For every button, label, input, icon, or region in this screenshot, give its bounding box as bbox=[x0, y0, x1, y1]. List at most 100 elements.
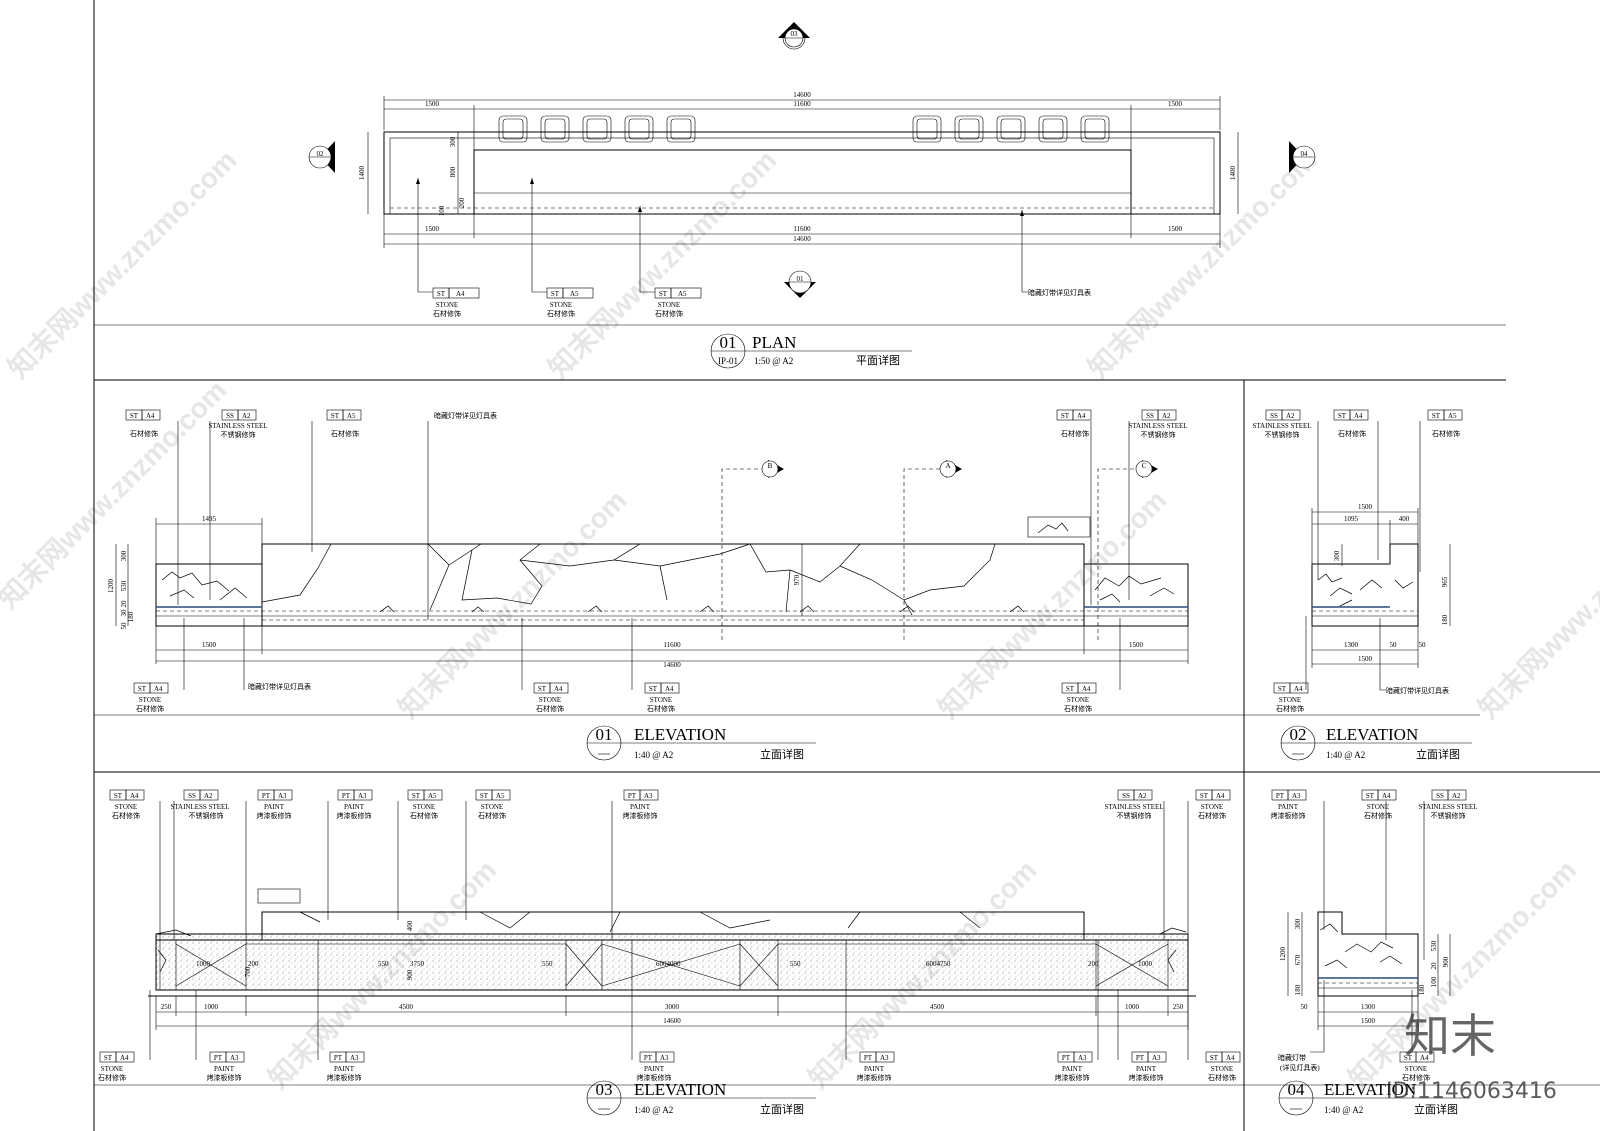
svg-text:STAINLESS STEEL: STAINLESS STEEL bbox=[1418, 803, 1477, 811]
svg-text:石材修饰: 石材修饰 bbox=[1064, 704, 1092, 713]
svg-text:530: 530 bbox=[1430, 940, 1438, 951]
svg-text:STONE: STONE bbox=[650, 696, 672, 704]
svg-text:180: 180 bbox=[127, 611, 135, 622]
title-en: ELEVATION bbox=[1326, 725, 1418, 744]
title-cn: 平面详图 bbox=[856, 353, 900, 367]
svg-text:1200: 1200 bbox=[1279, 947, 1287, 962]
svg-text:烤漆板修饰: 烤漆板修饰 bbox=[207, 1073, 242, 1082]
elev3-inner-labels: 1000 200 550 3750 550 6004000 550 600475… bbox=[196, 920, 1153, 980]
svg-text:烤漆板修饰: 烤漆板修饰 bbox=[327, 1073, 362, 1082]
material-tag: ST A5 STONE 石材修饰 bbox=[475, 789, 511, 820]
dim-c: 200 bbox=[458, 197, 466, 208]
watermark: 知末网www.znzmo.com bbox=[1082, 143, 1323, 384]
material-tag: SS A2 STAINLESS STEEL 不锈钢修饰 bbox=[208, 409, 268, 439]
svg-text:PT: PT bbox=[864, 1054, 873, 1062]
svg-text:石材修饰: 石材修饰 bbox=[331, 429, 359, 438]
elev2-dims: 1500 1095 400 300 965 180 1300 50 50 150… bbox=[1311, 503, 1451, 668]
svg-text:20: 20 bbox=[120, 600, 128, 608]
svg-text:SS: SS bbox=[1146, 412, 1154, 420]
title-cn: 立面详图 bbox=[1416, 747, 1460, 761]
svg-text:50: 50 bbox=[120, 622, 128, 630]
svg-text:石材修饰: 石材修饰 bbox=[130, 429, 158, 438]
elevation-04: PT A3 PAINT 烤漆板修饰 ST A4 STONE 石材修饰 SS A2… bbox=[1271, 789, 1478, 1116]
svg-text:1000: 1000 bbox=[1138, 960, 1153, 968]
dim-right: 1500 bbox=[1168, 100, 1183, 108]
plan-dims-side: 1400 300 800 200 100 1400 bbox=[358, 132, 1239, 216]
svg-text:530: 530 bbox=[120, 580, 128, 591]
svg-text:不锈钢修饰: 不锈钢修饰 bbox=[189, 811, 224, 820]
svg-text:1500: 1500 bbox=[1358, 655, 1373, 663]
dim-b: 800 bbox=[449, 166, 457, 177]
led-note: 暗藏灯带详见灯具表 bbox=[248, 682, 311, 691]
svg-text:ST: ST bbox=[1066, 685, 1075, 693]
svg-text:A4: A4 bbox=[120, 1054, 129, 1062]
counter-elevation bbox=[155, 516, 1189, 627]
svg-text:1300: 1300 bbox=[1344, 641, 1359, 649]
svg-text:SS: SS bbox=[1122, 792, 1130, 800]
svg-text:200: 200 bbox=[248, 960, 259, 968]
svg-text:A2: A2 bbox=[1162, 412, 1171, 420]
svg-text:A: A bbox=[945, 462, 950, 470]
elevation-01: ST A4 石材修饰 SS A2 STAINLESS STEEL 不锈钢修饰 S… bbox=[107, 409, 1189, 761]
svg-text:石材修饰: 石材修饰 bbox=[647, 704, 675, 713]
svg-text:A4: A4 bbox=[146, 412, 155, 420]
svg-text:石材修饰: 石材修饰 bbox=[1338, 429, 1366, 438]
svg-text:700: 700 bbox=[244, 966, 252, 977]
svg-text:烤漆板修饰: 烤漆板修饰 bbox=[1129, 1073, 1164, 1082]
svg-text:300: 300 bbox=[1333, 550, 1341, 561]
svg-text:A5: A5 bbox=[428, 792, 437, 800]
svg-text:ST: ST bbox=[659, 290, 668, 298]
marker-label: 03 bbox=[791, 30, 799, 38]
svg-text:300: 300 bbox=[1294, 918, 1302, 929]
material-tag: ST A4 STONE 石材修饰 bbox=[533, 682, 569, 713]
svg-text:3000: 3000 bbox=[665, 1003, 680, 1011]
title-num: 04 bbox=[1288, 1080, 1306, 1099]
svg-text:ST: ST bbox=[1200, 792, 1209, 800]
svg-text:STONE: STONE bbox=[436, 301, 458, 309]
svg-text:石材修饰: 石材修饰 bbox=[1061, 429, 1089, 438]
view-marker-top: 03 bbox=[778, 22, 810, 50]
svg-text:ST: ST bbox=[551, 290, 560, 298]
material-tag: PT A3 PAINT 烤漆板修饰 bbox=[1129, 1051, 1167, 1082]
svg-text:ST: ST bbox=[104, 1054, 113, 1062]
svg-text:50: 50 bbox=[1301, 1003, 1309, 1011]
svg-text:A4: A4 bbox=[1354, 412, 1363, 420]
svg-text:PT: PT bbox=[1062, 1054, 1071, 1062]
material-tag: PT A3 PAINT 烤漆板修饰 bbox=[623, 789, 659, 820]
material-tag: PT A3 PAINT 烤漆板修饰 bbox=[637, 1051, 675, 1082]
material-tag: PT A3 PAINT 烤漆板修饰 bbox=[207, 1051, 245, 1082]
title-sheet: IP-01 bbox=[718, 356, 738, 366]
svg-text:STONE: STONE bbox=[1279, 696, 1301, 704]
svg-text:A3: A3 bbox=[350, 1054, 359, 1062]
svg-text:烤漆板修饰: 烤漆板修饰 bbox=[337, 811, 372, 820]
dim: 1495 bbox=[202, 515, 217, 523]
svg-text:4500: 4500 bbox=[399, 1003, 414, 1011]
svg-text:A3: A3 bbox=[358, 792, 367, 800]
svg-text:PT: PT bbox=[644, 1054, 653, 1062]
svg-text:STAINLESS STEEL: STAINLESS STEEL bbox=[170, 803, 229, 811]
dim-d: 100 bbox=[438, 205, 446, 216]
svg-text:ST: ST bbox=[138, 685, 147, 693]
material-tag: SS A2 STAINLESS STEEL 不锈钢修饰 bbox=[1128, 409, 1188, 439]
svg-text:A4: A4 bbox=[1226, 1054, 1235, 1062]
svg-text:SS: SS bbox=[1270, 412, 1278, 420]
svg-text:1200: 1200 bbox=[107, 579, 115, 594]
counter-section bbox=[148, 888, 1196, 997]
counter-side bbox=[1317, 911, 1419, 997]
svg-text:A2: A2 bbox=[1452, 792, 1461, 800]
svg-text:石材修饰: 石材修饰 bbox=[1364, 811, 1392, 820]
svg-text:C: C bbox=[1142, 462, 1147, 470]
plan-counter bbox=[383, 131, 1221, 215]
svg-text:A3: A3 bbox=[230, 1054, 239, 1062]
svg-text:900: 900 bbox=[406, 969, 414, 980]
svg-text:烤漆板修饰: 烤漆板修饰 bbox=[857, 1073, 892, 1082]
led-note: 暗藏灯带详见灯具表 bbox=[1386, 686, 1449, 695]
title-en: PLAN bbox=[752, 333, 796, 352]
svg-text:PAINT: PAINT bbox=[1136, 1065, 1157, 1073]
title-scale: 1:50 @ A2 bbox=[754, 356, 793, 366]
svg-text:烤漆板修饰: 烤漆板修饰 bbox=[623, 811, 658, 820]
svg-text:石材修饰: 石材修饰 bbox=[98, 1073, 126, 1082]
marker-label: 04 bbox=[1301, 150, 1309, 158]
svg-text:PT: PT bbox=[342, 792, 351, 800]
svg-text:A5: A5 bbox=[678, 290, 687, 298]
